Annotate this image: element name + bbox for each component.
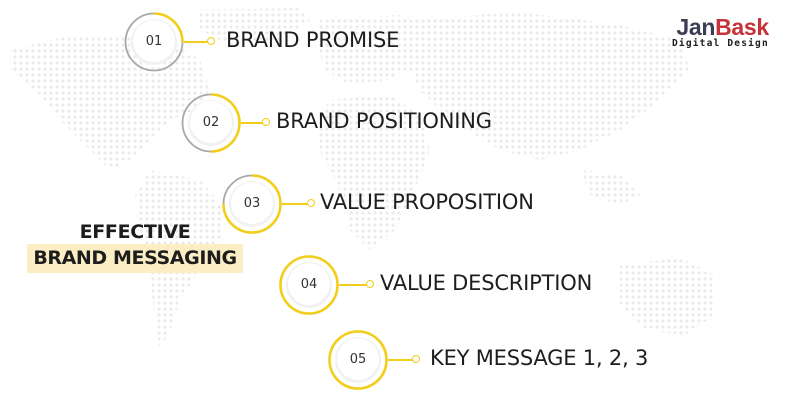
step-number: 04 [300, 277, 318, 292]
connector-dot-icon [207, 37, 215, 45]
diagram-title: EFFECTIVE BRAND MESSAGING [12, 220, 258, 273]
step-number: 01 [145, 34, 163, 49]
step-label: VALUE PROPOSITION [320, 190, 534, 214]
connector-line [388, 359, 413, 361]
progress-ring-icon [124, 12, 184, 72]
title-line2-highlighted: BRAND MESSAGING [27, 244, 243, 273]
step-number: 03 [243, 196, 261, 211]
connector-line [184, 41, 208, 43]
logo-brand-part1: Jan [676, 14, 716, 40]
connector-dot-icon [307, 199, 315, 207]
step-number: 02 [202, 115, 220, 130]
connector-dot-icon [262, 118, 270, 126]
step-label: KEY MESSAGE 1, 2, 3 [430, 346, 649, 370]
logo-brand-part2: Bask [715, 14, 769, 40]
connector-line [241, 122, 263, 124]
progress-ring-icon [328, 330, 388, 390]
progress-ring-icon [279, 255, 339, 315]
connector-dot-icon [412, 355, 420, 363]
step-label: BRAND PROMISE [226, 28, 400, 52]
step-number: 05 [349, 352, 367, 367]
connector-line [339, 284, 367, 286]
step-label: BRAND POSITIONING [276, 109, 492, 133]
title-line1: EFFECTIVE [79, 221, 191, 243]
progress-ring-icon [222, 174, 282, 234]
progress-ring-icon [181, 93, 241, 153]
logo-tagline: Digital Design [672, 38, 769, 49]
connector-dot-icon [366, 280, 374, 288]
step-label: VALUE DESCRIPTION [380, 271, 593, 295]
janbask-logo: JanBask Digital Design [672, 14, 769, 50]
connector-line [282, 203, 308, 205]
